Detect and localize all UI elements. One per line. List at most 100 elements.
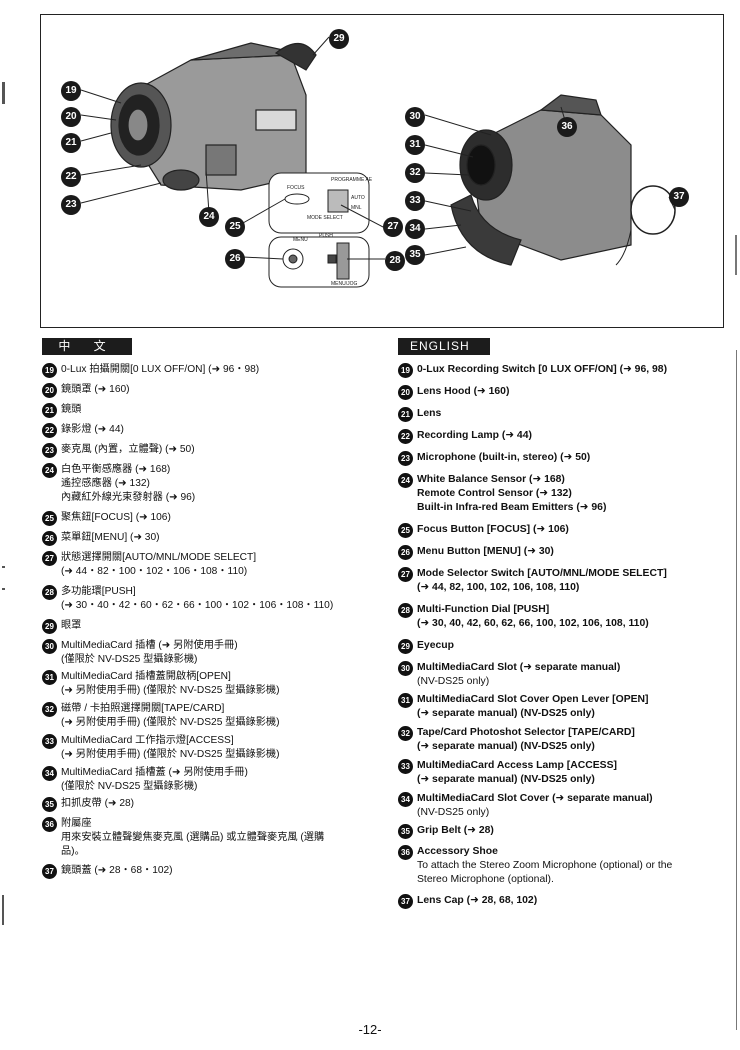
scan-edge-mark	[2, 82, 5, 104]
item-text-line: MultiMediaCard Slot Cover (➜ separate ma…	[417, 793, 653, 804]
item-text-line: (➜ separate manual) (NV-DS25 only)	[417, 774, 595, 785]
item-text-line: (➜ 30, 40, 42, 60, 62, 66, 100, 102, 106…	[417, 618, 649, 629]
item-number-badge: 19	[42, 363, 57, 378]
item-text-line: (NV-DS25 only)	[417, 807, 490, 818]
callout-31: 31	[405, 135, 425, 155]
item-text-line: Lens Hood (➜ 160)	[417, 386, 510, 397]
item-number-badge: 31	[398, 693, 413, 708]
panel-label-programme-ae: PROGRAMME AE	[331, 177, 373, 183]
item-text-line: Focus Button [FOCUS] (➜ 106)	[417, 524, 569, 535]
item-number-badge: 37	[42, 864, 57, 879]
callout-28: 28	[385, 251, 405, 271]
section-heading-chinese: 中 文	[42, 338, 132, 355]
item-number-badge: 20	[42, 383, 57, 398]
item-text-line: Multi-Function Dial [PUSH]	[417, 604, 550, 615]
control-panel-inset	[268, 172, 370, 288]
item-text-line: (僅限於 NV-DS25 型攝錄影機)	[61, 654, 198, 665]
item-number-badge: 36	[398, 845, 413, 860]
item-number-badge: 19	[398, 363, 413, 378]
chinese-parts-list: 19 0-Lux 拍攝開關[0 LUX OFF/ON] (➜ 96・98) 20 鏡頭…	[42, 363, 382, 879]
item-number-badge: 32	[398, 726, 413, 741]
callout-33: 33	[405, 191, 425, 211]
callout-26: 26	[225, 249, 245, 269]
item-text-line: MultiMediaCard 工作指示燈[ACCESS]	[61, 735, 234, 746]
panel-label-menu-jog: MENU/JOG	[331, 281, 358, 287]
item-text-line: (僅限於 NV-DS25 型攝錄影機)	[61, 781, 198, 792]
parts-list-item: 31 MultiMediaCard Slot Cover Open Lever […	[398, 693, 716, 721]
item-text-line: MultiMediaCard Access Lamp [ACCESS]	[417, 760, 617, 771]
item-text-line: 磁帶 / 卡拍照選擇開關[TAPE/CARD]	[61, 703, 225, 714]
section-heading-english: ENGLISH	[398, 338, 490, 355]
panel-label-push: PUSH	[319, 233, 333, 239]
item-text-line: 白色平衡感應器 (➜ 168)	[61, 464, 171, 475]
camcorder-illustration	[80, 36, 676, 288]
parts-list-item: 34 MultiMediaCard Slot Cover (➜ separate …	[398, 792, 716, 820]
panel-label-mode-select: MODE SELECT	[307, 215, 343, 221]
callout-27: 27	[383, 217, 403, 237]
callout-23: 23	[61, 195, 81, 215]
item-text-line: Remote Control Sensor (➜ 132)	[417, 488, 572, 499]
callout-32: 32	[405, 163, 425, 183]
item-text-line: (➜ 30・40・42・60・62・66・100・102・106・108・110…	[61, 600, 334, 611]
item-text-line: MultiMediaCard Slot Cover Open Lever [OP…	[417, 694, 649, 705]
item-number-badge: 20	[398, 385, 413, 400]
item-text-line: MultiMediaCard 插槽蓋開啟柄[OPEN]	[61, 671, 231, 682]
item-number-badge: 22	[398, 429, 413, 444]
item-text-line: Lens	[417, 408, 442, 419]
item-number-badge: 29	[398, 639, 413, 654]
item-text-line: Menu Button [MENU] (➜ 30)	[417, 546, 554, 557]
item-text-line: 品)。	[61, 846, 85, 857]
item-text-line: Stereo Microphone (optional).	[417, 874, 554, 885]
page-number: -12-	[358, 1022, 382, 1037]
item-text-line: MultiMediaCard 插槽 (➜ 另附使用手冊)	[61, 640, 238, 651]
item-number-badge: 33	[398, 759, 413, 774]
panel-label-mnl: MNL	[351, 205, 362, 211]
item-number-badge: 27	[398, 567, 413, 582]
item-number-badge: 34	[398, 792, 413, 807]
item-text-line: (➜ 另附使用手冊) (僅限於 NV-DS25 型攝錄影機)	[61, 685, 280, 696]
camcorder-figure: PROGRAMME AE FOCUS MODE SELECT MENU PUSH…	[40, 14, 724, 328]
item-number-badge: 21	[398, 407, 413, 422]
callout-35: 35	[405, 245, 425, 265]
item-text-line: 鏡頭	[61, 404, 82, 415]
item-text-line: (NV-DS25 only)	[417, 676, 490, 687]
item-number-badge: 26	[42, 531, 57, 546]
item-text-line: 聚焦鈕[FOCUS] (➜ 106)	[61, 512, 171, 523]
item-text-line: Built-in Infra-red Beam Emitters (➜ 96)	[417, 502, 607, 513]
item-text-line: (➜ 44, 82, 100, 102, 106, 108, 110)	[417, 582, 580, 593]
item-number-badge: 23	[398, 451, 413, 466]
item-text-line: 鏡頭蓋 (➜ 28・68・102)	[61, 865, 173, 876]
item-text-line: 0-Lux 拍攝開關[0 LUX OFF/ON] (➜ 96・98)	[61, 364, 260, 375]
item-text-line: Grip Belt (➜ 28)	[417, 825, 494, 836]
parts-list-item: 21 Lens	[398, 407, 716, 422]
item-text-line: Accessory Shoe	[417, 846, 498, 857]
item-text-line: White Balance Sensor (➜ 168)	[417, 474, 565, 485]
item-number-badge: 30	[398, 661, 413, 676]
callout-37: 37	[669, 187, 689, 207]
scan-edge-mark	[735, 235, 737, 275]
item-number-badge: 24	[42, 463, 57, 478]
parts-list-item: 33 MultiMediaCard Access Lamp [ACCESS] (➜ …	[398, 759, 716, 787]
item-text-line: 菜單鈕[MENU] (➜ 30)	[61, 532, 160, 543]
panel-label-auto: AUTO	[351, 195, 365, 201]
callout-36: 36	[557, 117, 577, 137]
parts-list-item: 37 鏡頭蓋 (➜ 28・68・102)	[42, 864, 382, 879]
item-text-line: Microphone (built-in, stereo) (➜ 50)	[417, 452, 591, 463]
